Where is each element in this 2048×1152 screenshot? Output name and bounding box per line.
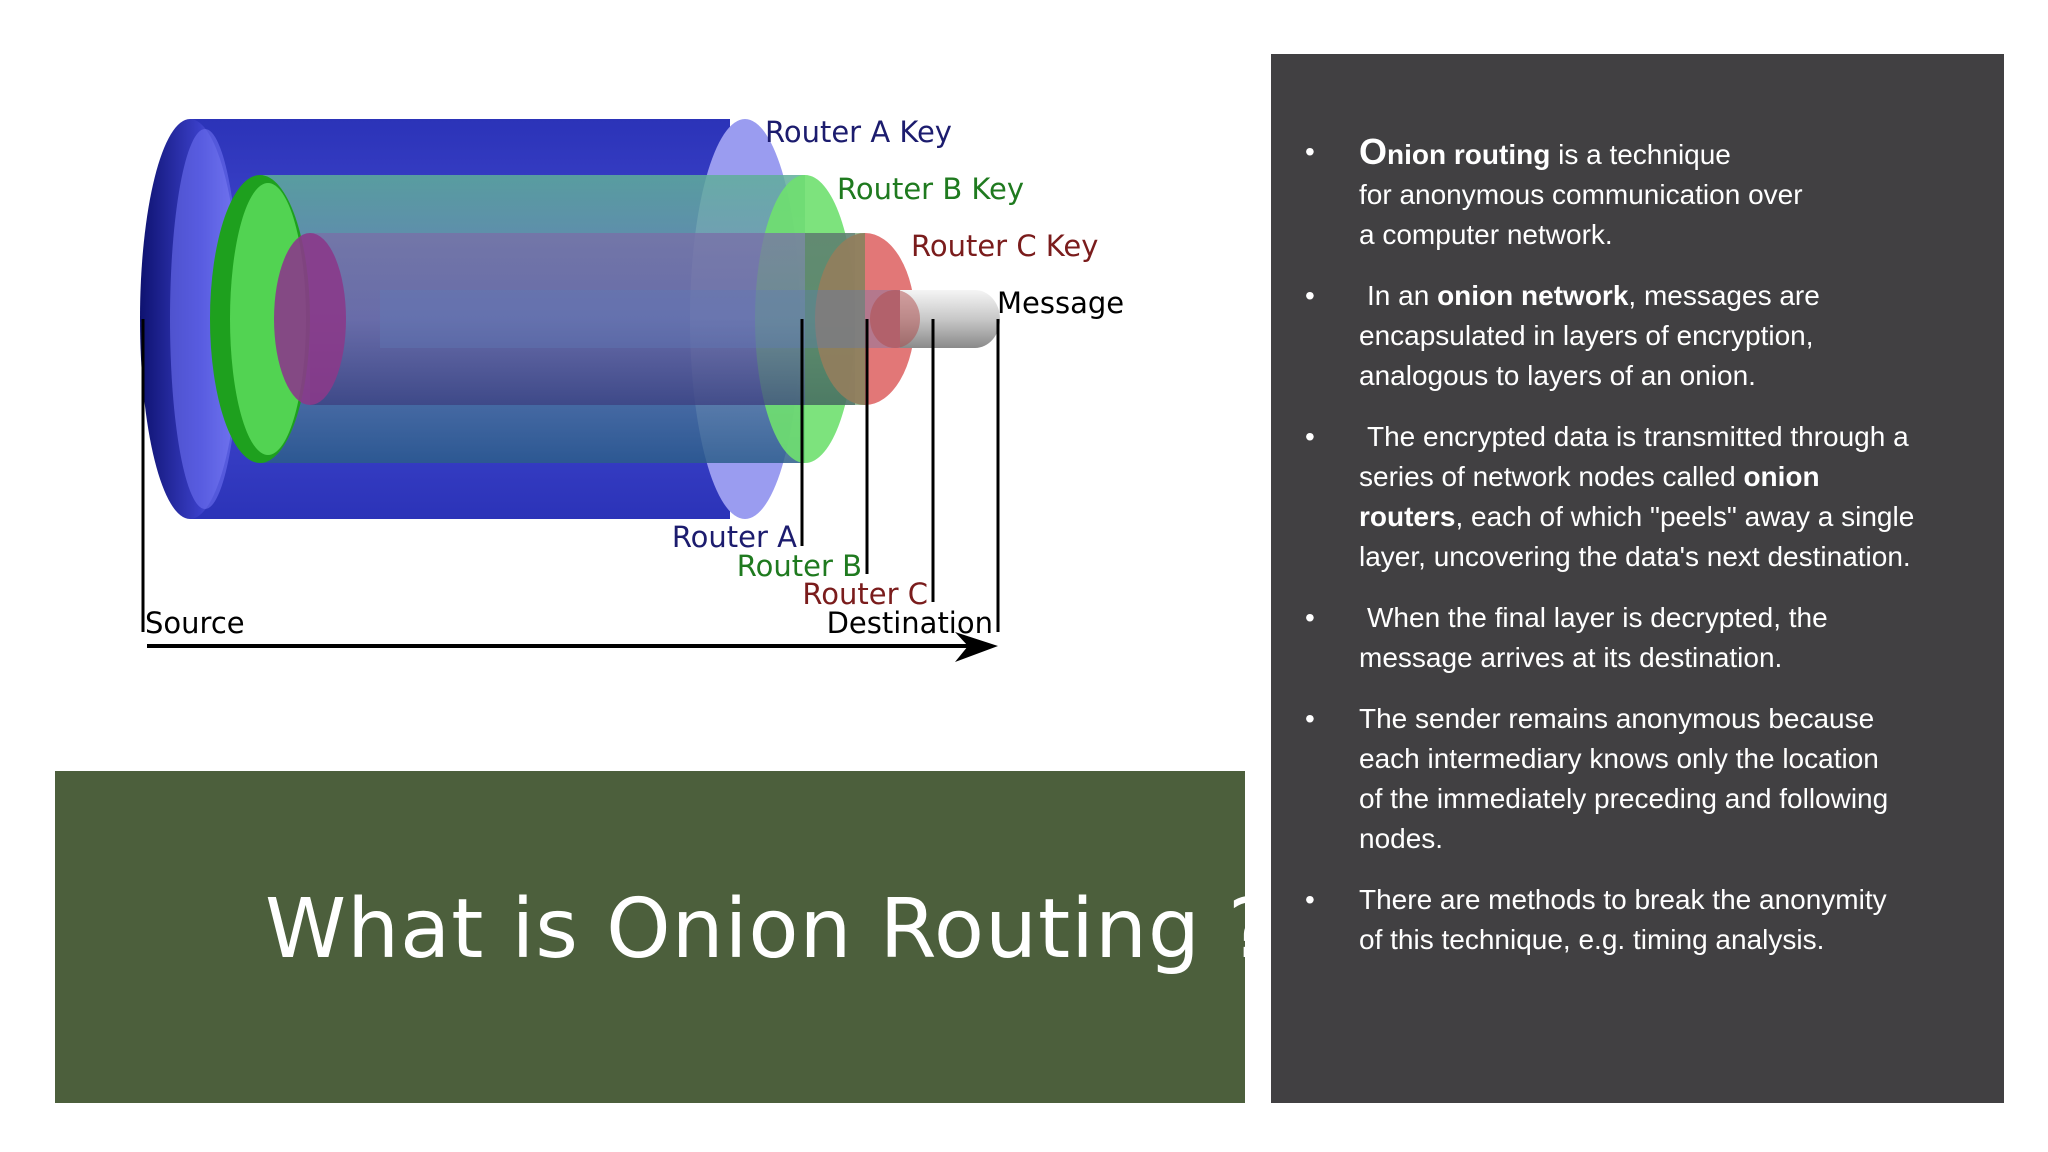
- source-label: Source: [145, 606, 245, 640]
- bullet-icon: •: [1305, 884, 1315, 915]
- slide-title: What is Onion Routing ?: [265, 882, 1273, 977]
- router-c-key-label: Router C Key: [911, 229, 1098, 263]
- bullet-icon: •: [1305, 602, 1315, 633]
- router-a-label: Router A: [672, 520, 797, 554]
- router-a-key-label: Router A Key: [765, 115, 952, 149]
- path-arrow: [147, 632, 998, 662]
- bullet-icon: •: [1305, 136, 1315, 167]
- message-core: [380, 290, 1000, 348]
- bullet-icon: •: [1305, 703, 1315, 734]
- onion-routing-diagram: Router A Key Router B Key Router C Key M…: [140, 115, 1124, 662]
- bullet-item: • In an onion network, messages are enca…: [1305, 276, 1984, 396]
- message-label: Message: [997, 286, 1124, 320]
- bullet-item: • The sender remains anonymous because e…: [1305, 699, 1984, 859]
- bullet-item: • The encrypted data is transmitted thro…: [1305, 417, 1984, 577]
- router-b-key-label: Router B Key: [837, 172, 1024, 206]
- bullet-item: • There are methods to break the anonymi…: [1305, 880, 1984, 960]
- marker-lines: [141, 319, 1000, 632]
- bullet-list: • Onion routing is a technique for anony…: [1305, 132, 1984, 960]
- text-panel: • Onion routing is a technique for anony…: [1271, 54, 2004, 1103]
- bullet-icon: •: [1305, 280, 1315, 311]
- title-box: What is Onion Routing ?: [55, 771, 1272, 1103]
- destination-label: Destination: [827, 606, 993, 640]
- bullet-item: • When the final layer is decrypted, the…: [1305, 598, 1984, 678]
- router-b-label: Router B: [737, 549, 862, 583]
- bullet-item: • Onion routing is a technique for anony…: [1305, 131, 1803, 251]
- router-c-layer: [274, 233, 915, 405]
- router-c-label: Router C: [802, 577, 928, 611]
- bullet-icon: •: [1305, 421, 1315, 452]
